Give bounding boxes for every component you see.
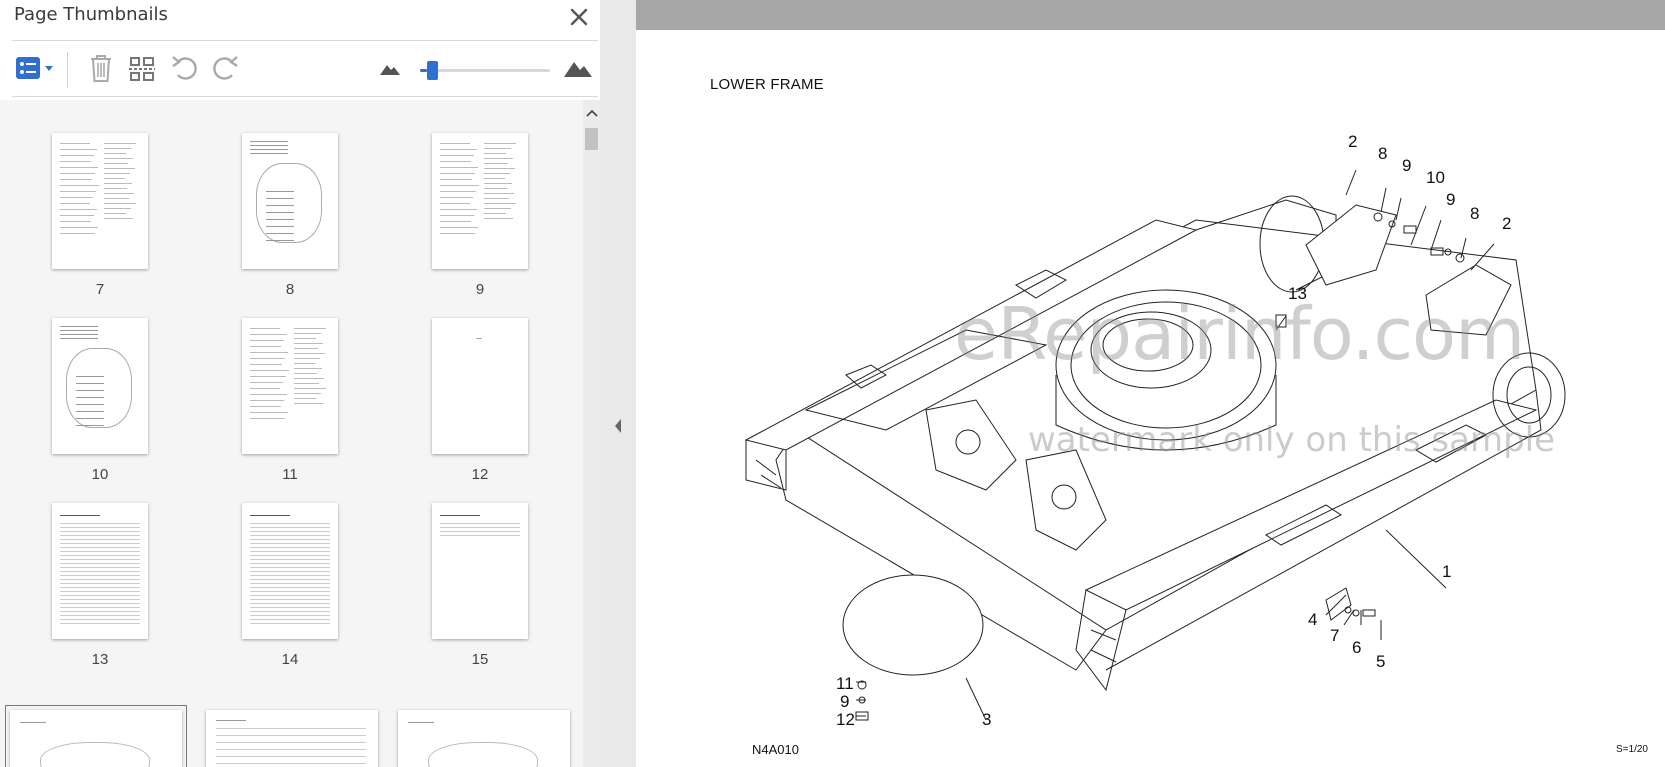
trash-icon bbox=[91, 55, 111, 82]
toolbar-separator bbox=[67, 52, 68, 88]
thumbnail-size-slider[interactable] bbox=[420, 61, 550, 80]
scroll-up-button[interactable] bbox=[583, 100, 600, 126]
thumbnail-page-image bbox=[432, 503, 528, 639]
thumbnail-page-image bbox=[52, 133, 148, 269]
panel-divider bbox=[12, 40, 598, 41]
page-number-label: 13 bbox=[91, 651, 109, 668]
callout-label: 2 bbox=[1348, 132, 1358, 151]
panel-title: Page Thumbnails bbox=[14, 4, 168, 25]
document-page[interactable]: LOWER FRAME bbox=[636, 30, 1665, 767]
watermark-subtext: watermark only on this sample bbox=[1028, 420, 1556, 460]
page-title: LOWER FRAME bbox=[710, 76, 824, 93]
page-number-label: 11 bbox=[282, 466, 298, 483]
callout-label: 9 bbox=[840, 692, 850, 711]
document-top-bar bbox=[636, 0, 1665, 30]
panel-splitter[interactable] bbox=[600, 0, 636, 767]
scale-note: S=1/20 bbox=[1616, 744, 1648, 755]
small-mountain-icon bbox=[380, 65, 400, 75]
thumbnail-page-image bbox=[206, 710, 378, 767]
page-number-label: 14 bbox=[281, 651, 299, 668]
thumbnail-page-image bbox=[432, 318, 528, 454]
callout-label: 9 bbox=[1402, 156, 1412, 175]
extract-pages-button[interactable] bbox=[124, 50, 160, 86]
thumbnail-page-image bbox=[52, 503, 148, 639]
callout-label: 4 bbox=[1308, 610, 1318, 629]
callout-label: 12 bbox=[836, 710, 855, 729]
callout-label: 1 bbox=[1442, 562, 1452, 581]
zoom-in-thumbnails-button[interactable] bbox=[560, 50, 596, 86]
thumbnail-page-image bbox=[398, 710, 570, 767]
callout-label: 8 bbox=[1378, 144, 1388, 163]
page-number-label: 7 bbox=[95, 281, 105, 298]
thumbnail-page-image bbox=[432, 133, 528, 269]
callout-label: 3 bbox=[982, 710, 992, 729]
lower-frame-exploded-drawing bbox=[744, 169, 1566, 721]
callout-label: 8 bbox=[1470, 204, 1480, 223]
list-options-icon bbox=[16, 57, 53, 79]
zoom-out-thumbnails-button[interactable] bbox=[372, 50, 408, 86]
undo-button[interactable] bbox=[166, 50, 202, 86]
thumbnails-toolbar bbox=[0, 44, 600, 96]
thumbnail-page-image bbox=[242, 503, 338, 639]
callout-label: 13 bbox=[1288, 284, 1307, 303]
page-number-label: 9 bbox=[475, 281, 485, 298]
delete-pages-button[interactable] bbox=[83, 50, 119, 86]
close-icon bbox=[570, 8, 588, 26]
caret-left-icon bbox=[615, 419, 621, 433]
callout-label: 5 bbox=[1376, 652, 1386, 671]
slider-track bbox=[420, 69, 550, 72]
page-number-label: 10 bbox=[91, 466, 109, 483]
large-mountain-icon bbox=[564, 62, 592, 77]
page-number-label: 15 bbox=[471, 651, 489, 668]
close-panel-button[interactable] bbox=[564, 2, 594, 32]
callout-label: 7 bbox=[1330, 626, 1340, 645]
watermark-text: eRepairinfo.com bbox=[954, 292, 1525, 376]
callout-label: 11 bbox=[836, 674, 854, 693]
callout-label: 9 bbox=[1446, 190, 1456, 209]
slider-fill bbox=[420, 69, 427, 72]
callout-label: 2 bbox=[1502, 214, 1512, 233]
redo-button[interactable] bbox=[208, 50, 244, 86]
callout-label: 10 bbox=[1426, 168, 1445, 187]
thumbnail-page-image bbox=[242, 133, 338, 269]
slider-handle[interactable] bbox=[426, 61, 438, 80]
extract-pages-icon bbox=[129, 57, 155, 81]
scrollbar-thumb[interactable] bbox=[585, 128, 598, 150]
page-number-label: 12 bbox=[471, 466, 489, 483]
page-thumbnails-panel: Page Thumbnails bbox=[0, 0, 600, 767]
undo-icon bbox=[172, 56, 197, 80]
drawing-code: N4A010 bbox=[752, 742, 799, 757]
thumbnails-scrollbar[interactable] bbox=[583, 100, 600, 767]
toolbar-divider bbox=[12, 96, 598, 97]
thumbnail-page-image bbox=[5, 705, 187, 767]
thumbnails-list[interactable]: 7 8 9 10 11 12 13 14 15 bbox=[0, 100, 600, 767]
thumbnail-page-image bbox=[242, 318, 338, 454]
thumbnail-options-button[interactable] bbox=[12, 50, 58, 86]
callout-label: 6 bbox=[1352, 638, 1362, 657]
thumbnail-page-image bbox=[52, 318, 148, 454]
redo-icon bbox=[213, 56, 238, 80]
collapse-panel-button[interactable] bbox=[612, 414, 624, 438]
page-number-label: 8 bbox=[285, 281, 295, 298]
chevron-up-icon bbox=[585, 109, 598, 117]
